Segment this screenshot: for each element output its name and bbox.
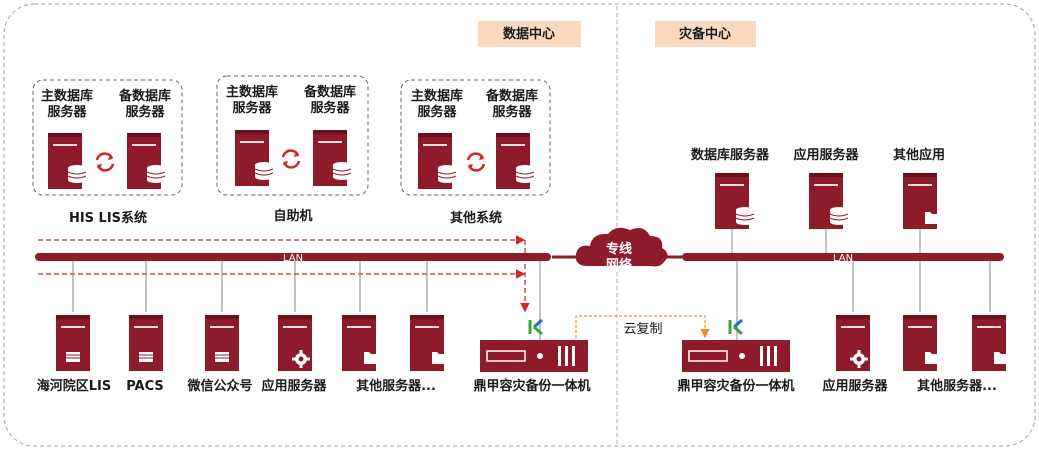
sync-icon bbox=[95, 152, 115, 172]
dr-backup-appliance-icon bbox=[681, 339, 791, 373]
svg-text:主数据库: 主数据库 bbox=[226, 84, 278, 100]
svg-text:服务器: 服务器 bbox=[417, 104, 457, 120]
endpoint-label-app-server: 应用服务器 bbox=[261, 378, 327, 394]
group-kiosk: 主数据库 服务器 备数据库 服务器 bbox=[216, 75, 369, 196]
dr-other-app-icon bbox=[903, 173, 941, 229]
group-label-kiosk: 自助机 bbox=[273, 208, 312, 224]
dr-label-app-server: 应用服务器 bbox=[793, 147, 859, 163]
lan-label-left: LAN bbox=[283, 253, 303, 264]
svg-text:数据中心: 数据中心 bbox=[503, 26, 555, 42]
group-his-lis: 主数据库 服务器 备数据库 服务器 bbox=[32, 79, 183, 196]
backup-db-server-icon bbox=[496, 133, 535, 189]
svg-text:网络: 网络 bbox=[606, 257, 632, 273]
svg-text:备数据库: 备数据库 bbox=[485, 88, 538, 104]
svg-text:服务器: 服务器 bbox=[47, 104, 87, 120]
dr-label-db-server: 数据库服务器 bbox=[691, 147, 770, 163]
dr-db-server-icon bbox=[715, 173, 755, 229]
lan-bus-left bbox=[35, 253, 551, 261]
dr-endpoint-label-app-server: 应用服务器 bbox=[822, 378, 888, 394]
lan-label-right: LAN bbox=[833, 253, 853, 264]
dr-center-header: 灾备中心 bbox=[655, 21, 756, 47]
leased-line-cloud-icon: 专线 网络 bbox=[575, 227, 668, 273]
cloud-replication-arrow bbox=[575, 315, 710, 339]
data-center-header: 数据中心 bbox=[478, 21, 581, 47]
backup-db-server-icon bbox=[313, 130, 352, 186]
endpoint-label-other-servers: 其他服务器... bbox=[356, 378, 436, 394]
primary-db-server-icon bbox=[48, 133, 87, 189]
outer-frame bbox=[3, 3, 1036, 447]
group-label-other-systems: 其他系统 bbox=[450, 210, 502, 226]
sync-icon bbox=[281, 149, 301, 169]
dr-label-other-apps: 其他应用 bbox=[893, 147, 945, 163]
svg-text:备数据库: 备数据库 bbox=[303, 84, 356, 100]
dr-endpoint-label-other-servers: 其他服务器... bbox=[917, 378, 997, 394]
dr-other-server-icon bbox=[972, 315, 1010, 371]
dr-other-server-icon bbox=[903, 315, 941, 371]
cloud-replication-label: 云复制 bbox=[623, 322, 662, 337]
dr-app-server-endpoint-icon bbox=[836, 315, 870, 371]
svg-text:备数据库: 备数据库 bbox=[118, 88, 171, 104]
svg-text:服务器: 服务器 bbox=[232, 100, 272, 116]
backup-db-server-icon bbox=[127, 133, 166, 189]
appliance-label-primary: 鼎甲容灾备份一体机 bbox=[473, 378, 590, 394]
other-server-icon bbox=[410, 315, 448, 371]
wechat-server-icon bbox=[205, 315, 239, 371]
endpoint-label-wechat: 微信公众号 bbox=[186, 378, 252, 394]
backup-appliance-icon bbox=[479, 339, 589, 373]
svg-text:主数据库: 主数据库 bbox=[411, 88, 463, 104]
svg-text:服务器: 服务器 bbox=[492, 104, 532, 120]
lis-server-icon bbox=[56, 315, 90, 371]
endpoint-label-pacs: PACS bbox=[126, 379, 164, 394]
dr-app-server-icon bbox=[809, 173, 849, 229]
svg-text:服务器: 服务器 bbox=[310, 100, 350, 116]
app-server-icon bbox=[278, 315, 312, 371]
svg-text:灾备中心: 灾备中心 bbox=[679, 26, 731, 42]
primary-db-server-icon bbox=[235, 130, 274, 186]
dingjia-logo-icon bbox=[728, 318, 744, 336]
appliance-label-dr: 鼎甲容灾备份一体机 bbox=[677, 378, 794, 394]
primary-db-server-icon bbox=[418, 133, 457, 189]
sync-icon bbox=[466, 152, 486, 172]
group-other-systems: 主数据库 服务器 备数据库 服务器 bbox=[400, 79, 551, 196]
svg-text:服务器: 服务器 bbox=[125, 104, 165, 120]
group-label-his-lis: HIS LIS系统 bbox=[69, 210, 147, 226]
svg-text:主数据库: 主数据库 bbox=[41, 88, 93, 104]
other-server-icon bbox=[342, 315, 380, 371]
pacs-server-icon bbox=[129, 315, 163, 371]
svg-text:专线: 专线 bbox=[606, 241, 632, 257]
endpoint-label-lis: 海河院区LIS bbox=[37, 378, 111, 394]
lan-bus-right bbox=[682, 253, 1004, 261]
